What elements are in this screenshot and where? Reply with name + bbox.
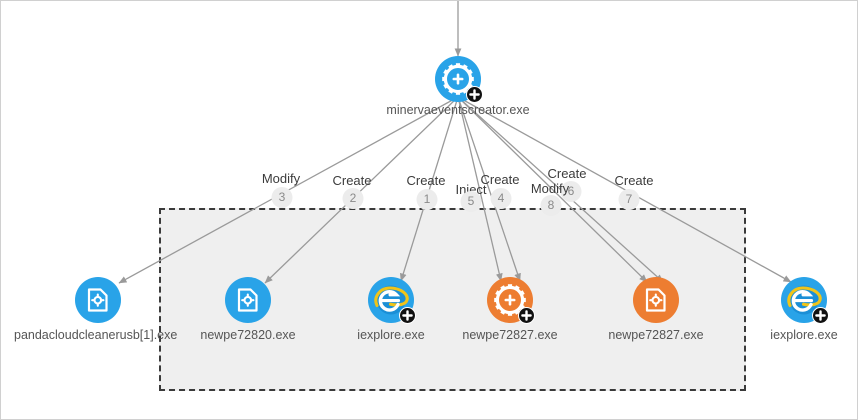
- plus-badge-icon: [518, 307, 535, 324]
- node-icon-newpe72827-process[interactable]: [487, 277, 535, 324]
- node-icon-newpe72827-file[interactable]: [633, 277, 679, 323]
- plus-badge-icon: [466, 86, 483, 103]
- file-gear-icon: [225, 277, 271, 327]
- node-icon-newpe72820[interactable]: [225, 277, 271, 323]
- edge-label-edge-2: Create: [332, 173, 372, 188]
- edge-badge-edge-8[interactable]: 8: [540, 195, 562, 216]
- edge-badge-edge-3[interactable]: 3: [271, 187, 293, 208]
- edge-label-edge-6: Create: [547, 166, 587, 181]
- node-label-newpe72827-process: newpe72827.exe: [462, 328, 558, 342]
- edge-edge-6[interactable]: [457, 96, 648, 283]
- root-node[interactable]: [398, 56, 518, 103]
- node-newpe72827-process[interactable]: newpe72827.exe: [450, 277, 570, 343]
- plus-badge-icon: [399, 307, 416, 324]
- edge-label-edge-4: Create: [480, 172, 520, 187]
- plus-badge-icon: [812, 307, 829, 324]
- node-label-newpe72820: newpe72820.exe: [200, 328, 296, 342]
- edge-label-edge-1: Create: [406, 173, 446, 188]
- edge-badge-edge-4[interactable]: 4: [490, 188, 512, 209]
- edge-badge-edge-5[interactable]: 5: [460, 191, 482, 212]
- edge-label-edge-3: Modify: [261, 171, 301, 186]
- edge-badge-edge-7[interactable]: 7: [618, 189, 640, 210]
- edge-edge-2[interactable]: [264, 96, 459, 284]
- node-label-newpe72827-file: newpe72827.exe: [608, 328, 704, 342]
- edge-label-edge-7: Create: [614, 173, 654, 188]
- node-icon-iexplore-right[interactable]: [781, 277, 829, 324]
- edge-badge-edge-6[interactable]: 6: [560, 181, 582, 202]
- node-icon-iexplore-left[interactable]: [368, 277, 416, 324]
- node-icon-pandacloudcleanerusb[interactable]: [75, 277, 121, 323]
- node-iexplore-right[interactable]: iexplore.exe: [744, 277, 857, 343]
- edge-label-edge-8: Modify: [530, 181, 570, 196]
- node-newpe72827-file[interactable]: newpe72827.exe: [596, 277, 716, 343]
- edge-edge-5[interactable]: [457, 96, 503, 282]
- node-newpe72820[interactable]: newpe72820.exe: [188, 277, 308, 343]
- node-pandacloudcleanerusb[interactable]: pandacloudcleanerusb[1].exe: [13, 277, 183, 343]
- node-label-iexplore-left: iexplore.exe: [357, 328, 425, 342]
- root-node-label: minervaeventscreator.exe: [386, 103, 530, 117]
- file-gear-icon: [75, 277, 121, 327]
- edge-badge-edge-1[interactable]: 1: [416, 189, 438, 210]
- edge-badge-edge-2[interactable]: 2: [342, 188, 364, 209]
- file-gear-icon: [633, 277, 679, 327]
- edge-edge-4[interactable]: [457, 96, 521, 282]
- node-label-iexplore-right: iexplore.exe: [770, 328, 838, 342]
- node-iexplore-left[interactable]: iexplore.exe: [331, 277, 451, 343]
- node-label-pandacloudcleanerusb: pandacloudcleanerusb[1].exe: [14, 328, 178, 342]
- root-node-icon[interactable]: [435, 56, 483, 103]
